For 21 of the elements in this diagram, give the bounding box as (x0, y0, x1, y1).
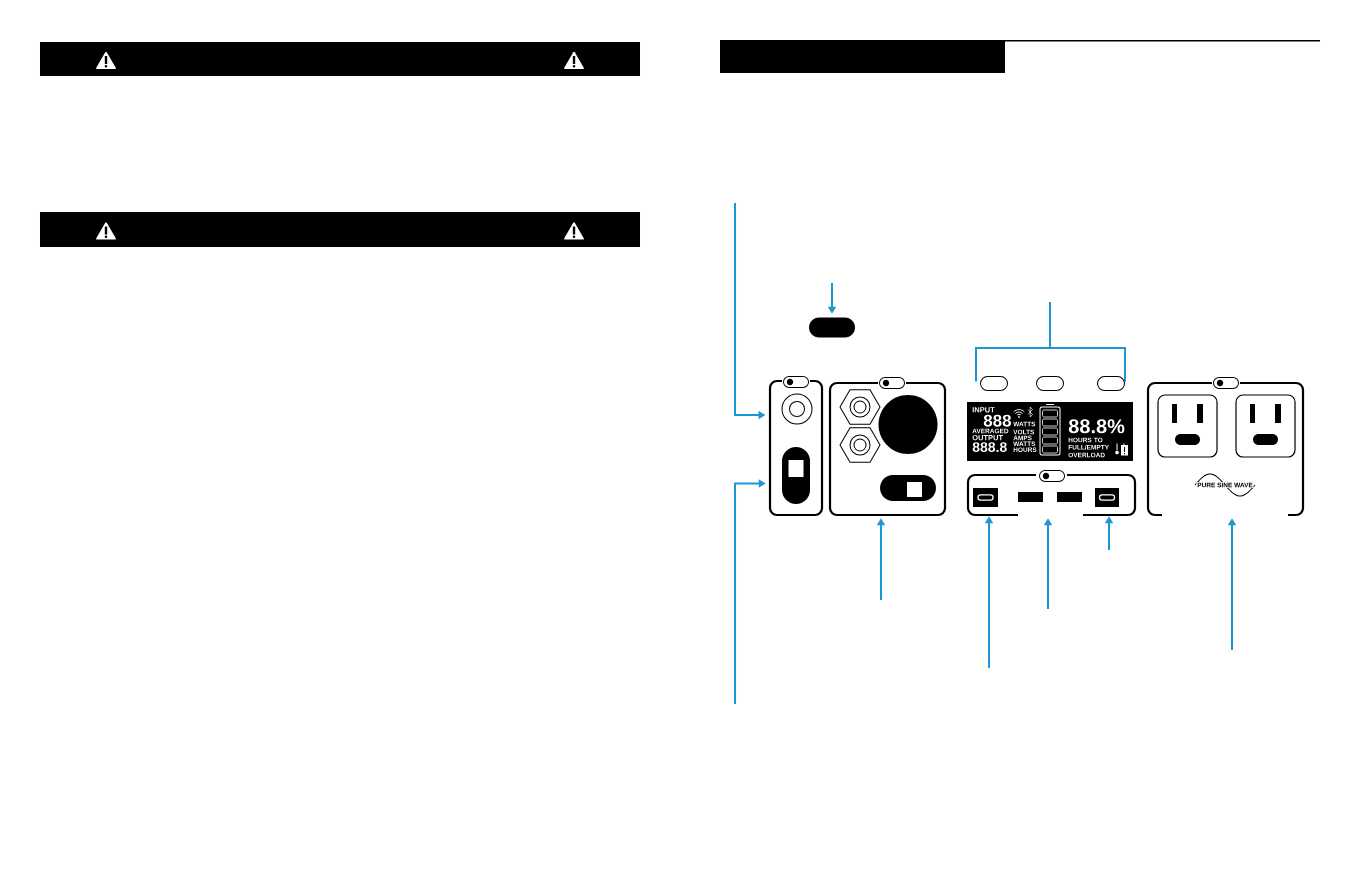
digit-readout: 888.8 (972, 442, 1007, 453)
digit-readout: 888 (983, 414, 1012, 427)
oval-button (1036, 376, 1064, 391)
oval-button (980, 376, 1008, 391)
digit-readout: 88.8% (1068, 419, 1125, 434)
pill-button (809, 317, 855, 338)
warning-bar (40, 212, 640, 247)
port-panel (828, 381, 947, 517)
bracket (975, 347, 1126, 383)
slide-switch (782, 447, 810, 504)
round-port (781, 393, 813, 425)
warning-bar (40, 42, 640, 76)
heading-bar (720, 40, 1005, 73)
port-panel (768, 379, 824, 517)
leader-line (1049, 301, 1051, 349)
lcd-display (967, 402, 1133, 461)
outlet-panel (1146, 381, 1305, 517)
usb-port-panel (966, 473, 1137, 517)
usb-c-port (973, 488, 998, 507)
oval-button (1097, 376, 1125, 391)
usb-c-port (1095, 488, 1119, 507)
